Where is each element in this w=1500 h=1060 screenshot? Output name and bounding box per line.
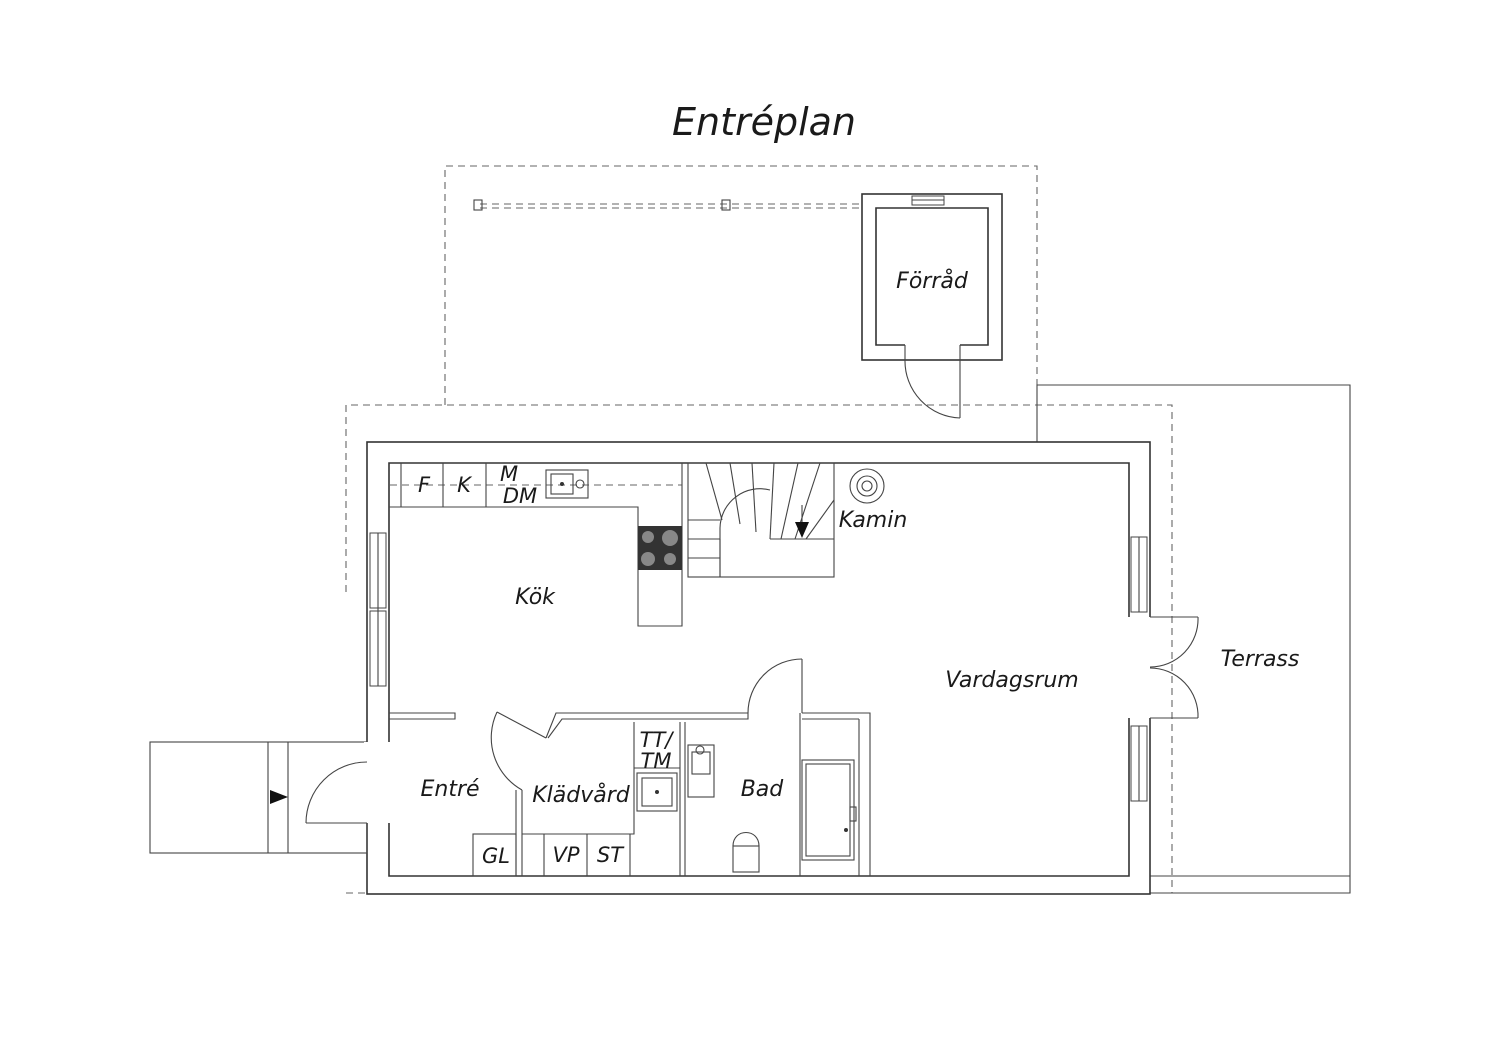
room-label-kok: Kök — [515, 585, 556, 610]
room-label-forrad: Förråd — [896, 268, 969, 294]
entre-cabinet — [472, 833, 517, 877]
post-marker — [473, 199, 483, 211]
room-label-kamin: Kamin — [839, 508, 908, 533]
room-label-terrass: Terrass — [1221, 647, 1300, 672]
kamin-stove — [849, 468, 885, 504]
laundry-fixtures — [522, 722, 680, 876]
fixture-label-dryer-2: TM — [641, 749, 672, 773]
fixture-label-vp: VP — [552, 843, 579, 867]
room-label-vardagsrum: Vardagsrum — [945, 668, 1078, 693]
entrance-porch — [149, 741, 392, 854]
plan-title: Entréplan — [671, 100, 857, 144]
fixture-label-dryer-1: TT/ — [640, 728, 675, 752]
fixture-label-dishwasher: DM — [503, 484, 537, 508]
kitchen-counters — [389, 463, 683, 627]
terrace-doors — [1127, 616, 1199, 719]
fixture-label-gl: GL — [482, 844, 510, 868]
terrace — [1036, 384, 1351, 894]
interior-walls — [389, 658, 871, 876]
fixture-label-freezer: K — [457, 473, 473, 497]
bathroom-fixtures — [687, 744, 857, 873]
dashed-outlines — [345, 165, 1173, 894]
staircase — [687, 462, 835, 578]
forrad-building — [861, 193, 1003, 419]
room-label-bad: Bad — [741, 777, 785, 802]
post-marker — [721, 199, 731, 211]
fixture-label-micro: M — [500, 462, 518, 486]
room-label-kladvard: Klädvård — [532, 782, 631, 808]
fixture-label-st: ST — [597, 843, 625, 867]
room-label-entre: Entré — [420, 777, 479, 802]
fixture-label-fridge: F — [418, 473, 431, 497]
